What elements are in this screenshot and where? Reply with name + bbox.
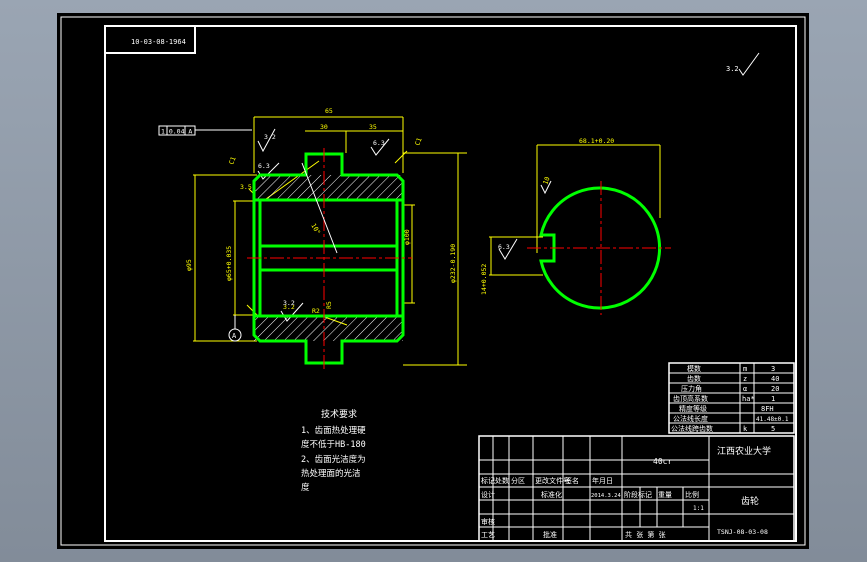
svg-text:ha*: ha* bbox=[742, 395, 755, 403]
tech-req-line-5: 度 bbox=[301, 482, 310, 493]
outer-frame bbox=[60, 16, 806, 546]
title-block: 40cr 江西农业大学 齿轮 TSNJ-08-03-08 1:1 标记 处数 分… bbox=[478, 435, 795, 542]
svg-text:阶段标记: 阶段标记 bbox=[624, 490, 652, 499]
svg-text:40: 40 bbox=[771, 375, 779, 383]
tech-req-title: 技术要求 bbox=[321, 408, 357, 420]
dim-angle: 10° bbox=[309, 222, 322, 236]
scale-value: 1:1 bbox=[693, 505, 704, 512]
svg-text:更改文件号: 更改文件号 bbox=[535, 476, 570, 485]
school-name: 江西农业大学 bbox=[717, 445, 771, 457]
dim-outer: φ232-0.190 bbox=[449, 244, 457, 283]
svg-text:签名: 签名 bbox=[565, 476, 579, 485]
dim-kw-flag: 10 bbox=[541, 176, 551, 186]
svg-text:8FH: 8FH bbox=[761, 405, 774, 413]
drawing-code: TSNJ-08-03-08 bbox=[717, 528, 768, 536]
svg-text:工艺: 工艺 bbox=[481, 531, 495, 539]
geometric-tolerance-frame: 1 0.04 A bbox=[158, 125, 252, 136]
dim-r-bottom: R5 bbox=[325, 301, 333, 309]
svg-text:审核: 审核 bbox=[481, 517, 495, 526]
drawing-number: 10-03-08-1964 bbox=[131, 38, 186, 46]
dim-35: 35 bbox=[369, 123, 377, 131]
dim-bore: φ65+0.035 bbox=[225, 246, 233, 281]
svg-text:20: 20 bbox=[771, 385, 779, 393]
svg-text:k: k bbox=[743, 425, 748, 433]
cad-drawing: 10-03-08-1964 3.2 1 0.04 A bbox=[60, 16, 806, 546]
dim-phi100: φ100 bbox=[403, 229, 411, 245]
svg-text:2014.3.24: 2014.3.24 bbox=[591, 493, 621, 499]
dim-keyway-depth: 14+0.052 bbox=[480, 264, 488, 295]
svg-text:5: 5 bbox=[771, 425, 775, 433]
svg-text:比例: 比例 bbox=[685, 490, 699, 499]
dim-keyway-width: 68.1+0.20 bbox=[579, 137, 614, 145]
dimension-texts: 65 30 35 C1 C1 3.5 φ95 φ65+0.035 φ100 φ2… bbox=[185, 107, 614, 315]
svg-text:1 0.04 A: 1 0.04 A bbox=[161, 128, 192, 136]
gear-parameter-table: 模数 m 3 齿数 z 40 压力角 α 20 齿顶高系数 ha* 1 精度等级… bbox=[668, 362, 795, 434]
svg-text:z: z bbox=[743, 375, 747, 383]
code-box bbox=[104, 25, 196, 54]
technical-requirements: 技术要求 1、齿面热处理硬 度不低于HB-180 2、齿面光洁度为 热处理面的光… bbox=[301, 408, 366, 493]
gear-section-view bbox=[247, 148, 412, 369]
svg-text:3: 3 bbox=[771, 365, 775, 373]
dim-width-total: 65 bbox=[325, 107, 333, 115]
part-name: 齿轮 bbox=[741, 495, 759, 507]
roughness-r5: 3.2 bbox=[283, 299, 295, 307]
roughness-r1: 3.2 bbox=[264, 133, 276, 141]
roughness-r2: 6.3 bbox=[258, 162, 270, 170]
svg-text:年月日: 年月日 bbox=[592, 476, 613, 485]
svg-text:A: A bbox=[232, 332, 237, 340]
tech-req-line-3: 2、齿面光洁度为 bbox=[301, 454, 366, 465]
svg-text:41.48±0.1: 41.48±0.1 bbox=[756, 416, 789, 423]
dim-30: 30 bbox=[320, 123, 328, 131]
dim-r-small: R2 bbox=[312, 307, 320, 315]
tech-req-line-2: 度不低于HB-180 bbox=[301, 439, 366, 450]
datum-a-symbol: A bbox=[228, 315, 242, 342]
svg-text:重量: 重量 bbox=[658, 491, 672, 499]
roughness-r3: 6.3 bbox=[373, 139, 385, 147]
svg-text:模数: 模数 bbox=[687, 364, 701, 373]
dim-keyway-bottom: 3.2 bbox=[283, 303, 295, 311]
inner-frame bbox=[104, 25, 797, 542]
svg-text:标准化: 标准化 bbox=[541, 490, 562, 499]
svg-text:设计: 设计 bbox=[481, 490, 495, 499]
tech-req-line-4: 热处理面的光洁 bbox=[301, 468, 361, 479]
material: 40cr bbox=[653, 457, 672, 466]
dim-chamfer-right: C1 bbox=[413, 137, 423, 147]
angle-leader bbox=[301, 162, 338, 254]
gear-side-view bbox=[527, 181, 671, 315]
svg-text:α: α bbox=[743, 385, 747, 393]
dim-left-step: 3.5 bbox=[240, 183, 252, 191]
svg-text:标记: 标记 bbox=[481, 476, 495, 485]
svg-text:分区: 分区 bbox=[511, 476, 525, 485]
tech-req-line-1: 1、齿面热处理硬 bbox=[301, 425, 366, 436]
svg-text:批准: 批准 bbox=[543, 530, 557, 539]
corner-roughness-symbol: 3.2 bbox=[726, 52, 760, 76]
svg-text:m: m bbox=[743, 365, 747, 373]
svg-text:精度等级: 精度等级 bbox=[679, 404, 707, 413]
svg-text:1: 1 bbox=[771, 395, 775, 403]
dim-phi95: φ95 bbox=[185, 259, 193, 271]
svg-text:压力角: 压力角 bbox=[681, 384, 702, 393]
svg-text:处数: 处数 bbox=[495, 476, 509, 485]
svg-text:共 张 第 张: 共 张 第 张 bbox=[625, 530, 666, 539]
svg-text:齿顶高系数: 齿顶高系数 bbox=[673, 394, 708, 403]
dim-chamfer-left: C1 bbox=[227, 156, 237, 166]
drawing-sheet: 10-03-08-1964 3.2 1 0.04 A bbox=[57, 13, 809, 549]
svg-text:3.2: 3.2 bbox=[726, 65, 739, 73]
svg-text:公法线长度: 公法线长度 bbox=[673, 414, 708, 423]
svg-text:公法线跨齿数: 公法线跨齿数 bbox=[671, 424, 713, 433]
roughness-r4: 6.3 bbox=[498, 243, 510, 251]
svg-text:齿数: 齿数 bbox=[687, 374, 701, 383]
